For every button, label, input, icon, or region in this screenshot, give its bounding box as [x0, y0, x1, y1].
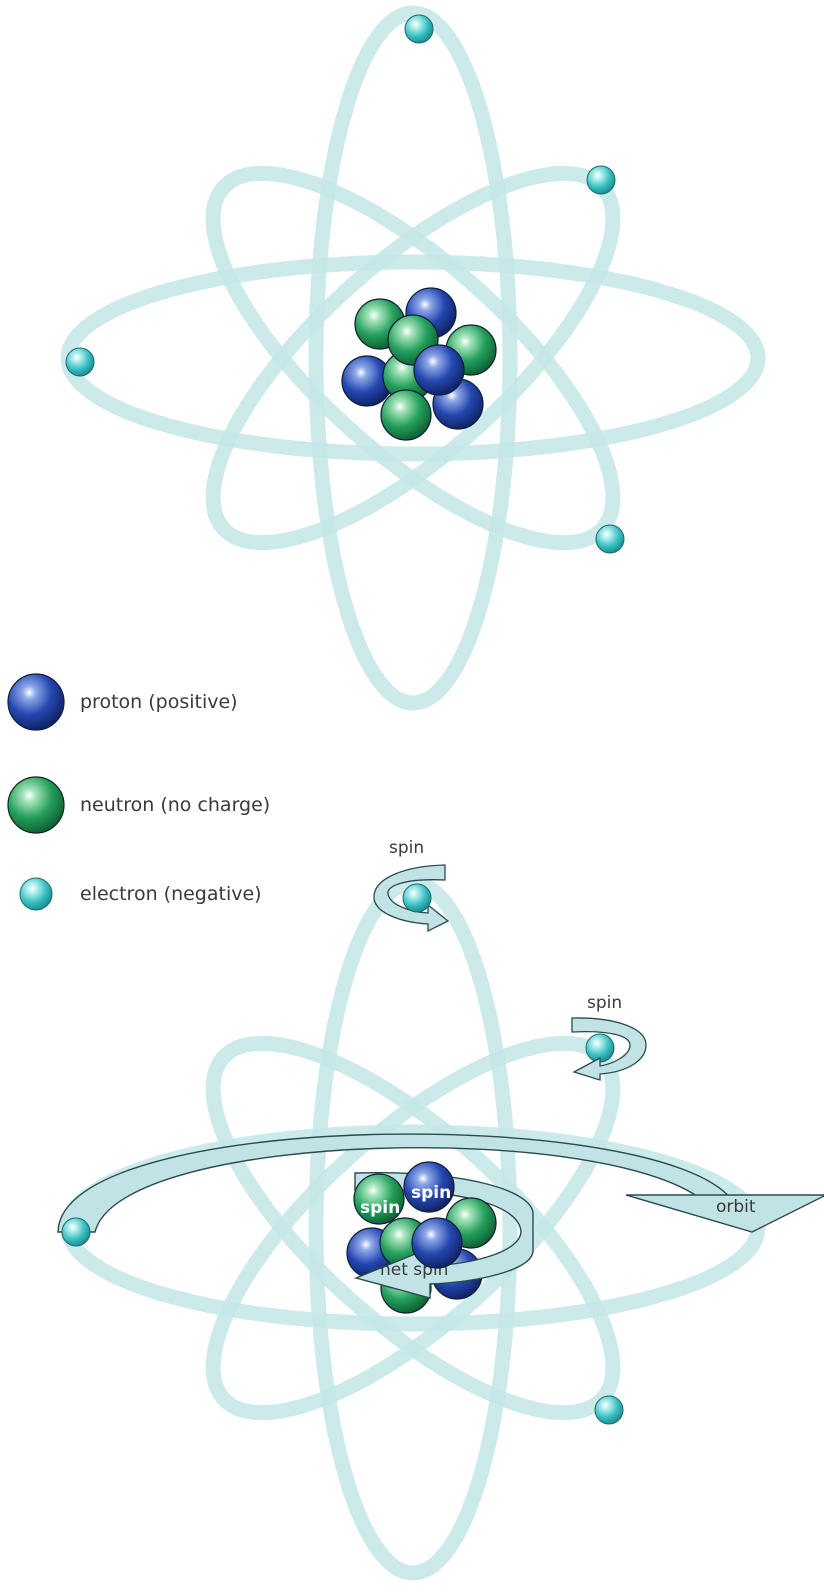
electron-icon — [586, 165, 616, 195]
nucleus — [341, 287, 497, 441]
top-atom — [66, 13, 758, 703]
legend-label-electron: electron (negative) — [80, 883, 262, 905]
neutron-icon — [353, 1173, 405, 1225]
legend-item-electron: electron (negative) — [19, 877, 262, 911]
legend-item-proton: proton (positive) — [7, 673, 238, 731]
spin-arrow-icon — [353, 1172, 534, 1299]
electron-icon — [594, 1395, 624, 1425]
spin-arrow-icon — [373, 864, 450, 933]
orbit-label: orbit — [716, 1197, 756, 1217]
spin-label-top: spin — [389, 838, 424, 858]
neutron-icon — [7, 776, 65, 834]
proton-icon — [403, 1161, 455, 1213]
legend-label-proton: proton (positive) — [80, 691, 238, 713]
proton-icon — [411, 1217, 463, 1269]
orbit-arrow-icon — [57, 1133, 824, 1233]
neutron-icon — [380, 389, 432, 441]
electron-icon — [61, 1217, 91, 1247]
bottom-atom: orbit net spin spin spin — [57, 838, 824, 1573]
proton-icon — [413, 344, 465, 396]
spin-label-right: spin — [587, 993, 622, 1013]
legend-item-neutron: neutron (no charge) — [7, 776, 270, 834]
proton-icon — [7, 673, 65, 731]
electron-icon — [19, 877, 53, 911]
nucleon-spin-label: spin — [411, 1183, 451, 1203]
nucleon-spin-label: spin — [360, 1198, 400, 1218]
electron-icon — [595, 524, 625, 554]
electron-icon — [65, 347, 95, 377]
electron-icon — [404, 14, 434, 44]
legend-label-neutron: neutron (no charge) — [80, 794, 270, 816]
electron-icon — [402, 883, 432, 913]
legend: proton (positive) neutron (no charge) el… — [7, 673, 270, 911]
spin-arrow-icon — [571, 1017, 647, 1081]
